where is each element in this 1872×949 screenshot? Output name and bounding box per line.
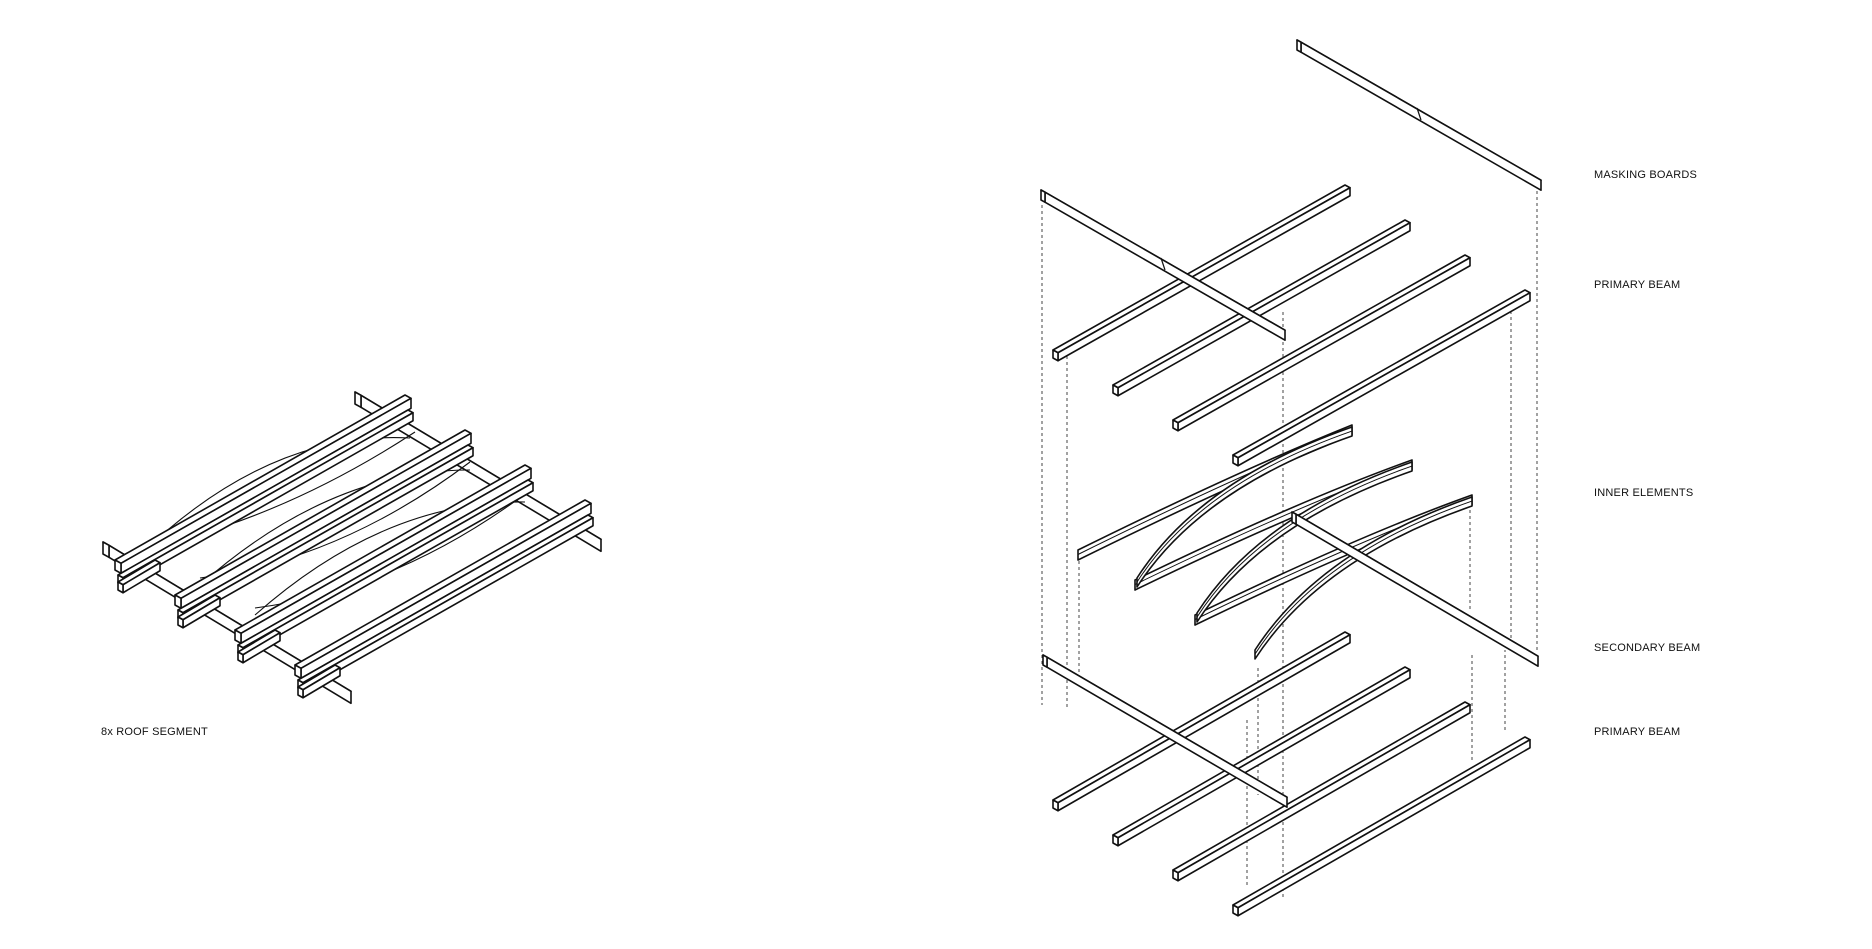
inner-curved-element xyxy=(1136,426,1353,588)
secondary-beam xyxy=(1291,511,1539,668)
alignment-guides xyxy=(1041,185,1538,900)
masking-board xyxy=(1040,189,1286,342)
primary-beam-bottom xyxy=(1232,736,1531,917)
primary-beam-bottom xyxy=(1172,701,1471,882)
segment-lower-primary-beam xyxy=(117,559,161,594)
inner-elements-label: INNER ELEMENTS xyxy=(1594,487,1694,499)
inner-elements xyxy=(1077,424,1473,660)
segment-lower-primary-beam xyxy=(237,629,281,664)
primary-beam-top-label: PRIMARY BEAM xyxy=(1594,279,1681,291)
segment-primary-beam xyxy=(117,409,414,587)
segment-lower-primary-beam xyxy=(177,594,221,629)
segment-lower-primary-beam xyxy=(297,664,341,699)
primary-beam-bottom-label: PRIMARY BEAM xyxy=(1594,726,1681,738)
masking-board-joint xyxy=(1160,257,1166,271)
primary-beam-bottom xyxy=(1112,666,1411,847)
primary-beam-top xyxy=(1052,184,1351,362)
secondary-beam-bottom xyxy=(1042,654,1288,809)
exploded-assembly xyxy=(1040,39,1542,917)
segment-primary-beam xyxy=(294,499,592,680)
primary-beam-top xyxy=(1112,219,1411,397)
primary-beam-bottom xyxy=(1052,631,1351,812)
inner-curved-element xyxy=(1254,496,1473,660)
segment-primary-beam xyxy=(114,394,412,575)
segment-secondary-beam xyxy=(354,391,602,553)
roof-segment-assembly xyxy=(102,391,602,705)
primary-beam-top xyxy=(1232,289,1531,467)
masking-boards-label: MASKING BOARDS xyxy=(1594,169,1698,181)
secondary-beam-label: SECONDARY BEAM xyxy=(1594,642,1701,654)
segment-primary-beam xyxy=(174,429,472,610)
roof-segment-label: 8x ROOF SEGMENT xyxy=(101,726,208,738)
primary-beam-top xyxy=(1172,254,1471,432)
masking-board xyxy=(1296,39,1542,191)
masking-board-joint xyxy=(1416,107,1422,121)
inner-curved-element xyxy=(1196,461,1413,623)
